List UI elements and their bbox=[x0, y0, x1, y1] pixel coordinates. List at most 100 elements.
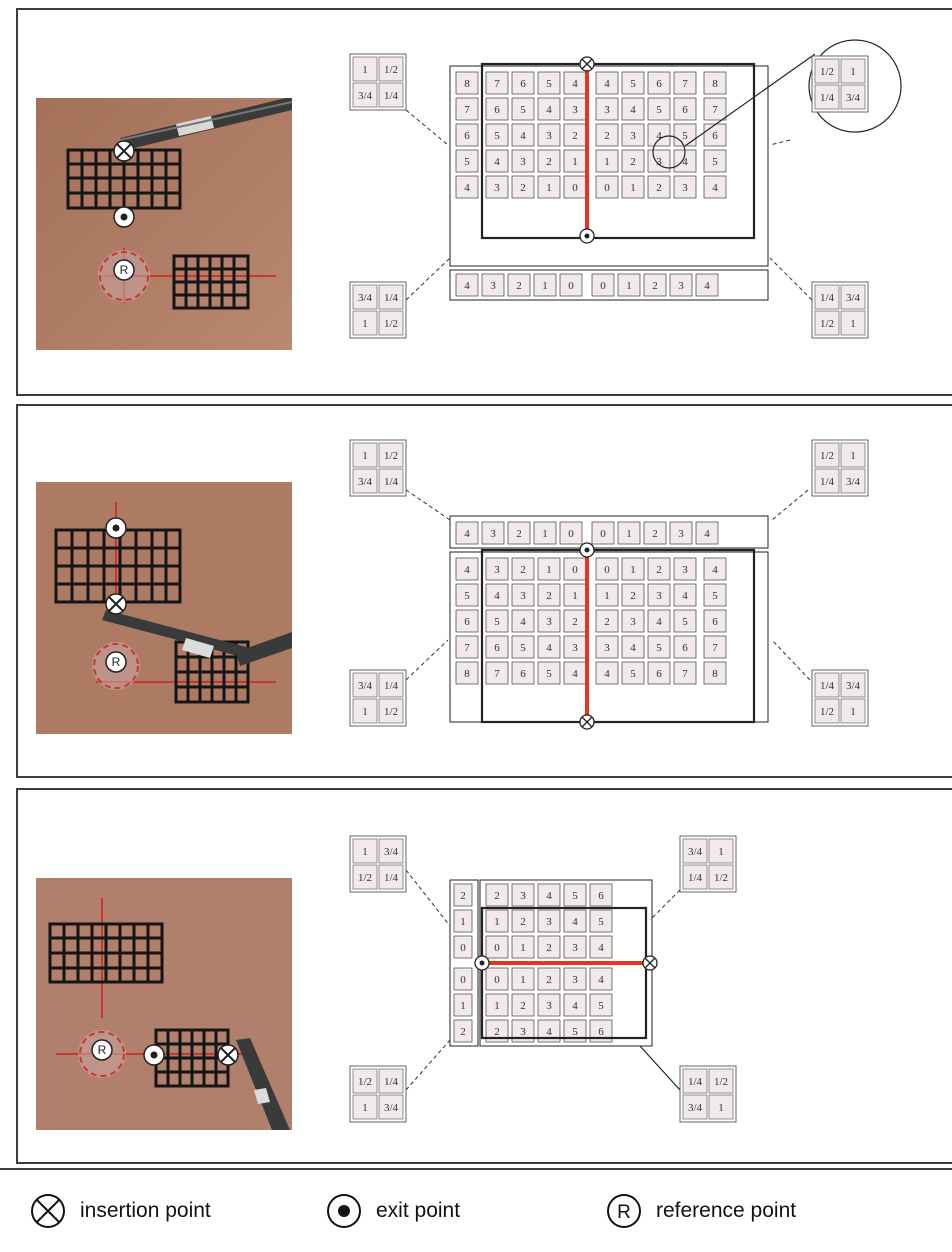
p2-corner-bl-value: 1 bbox=[362, 706, 368, 718]
p2-right-col-cell: 6 bbox=[712, 616, 718, 628]
legend-reference: R reference point bbox=[606, 1193, 796, 1229]
p2-right-cell: 5 bbox=[656, 642, 662, 654]
zoom-connector bbox=[640, 1046, 680, 1090]
p2-top-right-cell: 4 bbox=[704, 528, 710, 540]
p1-left-col-cell: 5 bbox=[464, 156, 470, 168]
legend-reference-label: reference point bbox=[656, 1199, 796, 1223]
p1-right-col-cell: 7 bbox=[712, 104, 718, 116]
p2-right-cell: 5 bbox=[682, 616, 688, 628]
p2-top-left-cell: 1 bbox=[542, 528, 548, 540]
p2-right-cell: 2 bbox=[656, 564, 662, 576]
p2-top-left-cell: 0 bbox=[568, 528, 574, 540]
p2-left-cell: 4 bbox=[572, 668, 578, 680]
p3-corner-tl-value: 1/2 bbox=[358, 872, 372, 884]
p2-right-cell: 2 bbox=[630, 590, 636, 602]
p2-right-col-cell: 4 bbox=[712, 564, 718, 576]
p2-left-col-cell: 4 bbox=[464, 564, 470, 576]
p3-top-cell: 4 bbox=[572, 916, 578, 928]
exit-point-dot bbox=[480, 961, 485, 966]
p2-left-cell: 3 bbox=[546, 616, 552, 628]
p3-left-col-cell: 0 bbox=[460, 974, 466, 986]
p3-bottom-cell: 3 bbox=[546, 1000, 552, 1012]
p3-top-cell: 3 bbox=[520, 890, 526, 902]
p1-right-cell: 3 bbox=[630, 130, 636, 142]
p2-corner-tl-value: 1/2 bbox=[384, 450, 398, 462]
p2-right-cell: 3 bbox=[604, 642, 610, 654]
p1-left-cell: 4 bbox=[572, 78, 578, 90]
p2-top-right-cell: 0 bbox=[600, 528, 606, 540]
p1-right-col-cell: 6 bbox=[712, 130, 718, 142]
p2-corner-tl-value: 3/4 bbox=[358, 476, 373, 488]
p1-bottom-right-cell: 2 bbox=[652, 280, 658, 292]
p1-corner-tl-value: 3/4 bbox=[358, 90, 373, 102]
p1-corner-tr-value: 1/4 bbox=[820, 92, 835, 104]
p2-right-cell: 3 bbox=[630, 616, 636, 628]
p3-corner-tr-value: 1/4 bbox=[688, 872, 703, 884]
leader-line bbox=[772, 640, 810, 680]
p1-corner-tl-value: 1/2 bbox=[384, 64, 398, 76]
p1-left-cell: 0 bbox=[572, 182, 578, 194]
p1-left-col-cell: 4 bbox=[464, 182, 470, 194]
p1-corner-bl-value: 1/2 bbox=[384, 318, 398, 330]
p2-right-col-cell: 7 bbox=[712, 642, 718, 654]
p3-top-cell: 2 bbox=[546, 942, 552, 954]
p3-corner-bl-value: 1 bbox=[362, 1102, 368, 1114]
p1-bottom-left-cell: 1 bbox=[542, 280, 548, 292]
exit-point-icon bbox=[326, 1193, 362, 1229]
p2-right-cell: 5 bbox=[630, 668, 636, 680]
p1-left-cell: 2 bbox=[572, 130, 578, 142]
p1-bottom-left-cell: 0 bbox=[568, 280, 574, 292]
p3-bottom-cell: 6 bbox=[598, 1026, 604, 1038]
p3-corner-br-value: 3/4 bbox=[688, 1102, 703, 1114]
grid-diagrams: 8 7 6 5 4 7 6 5 4 6 5 4 3 5 4 3 2 4 3 2 1 3 2 1 0 4 5 6 7 3 4 5 6 2 3 4 5 1 2 3… bbox=[0, 0, 952, 1168]
p1-bottom-right-cell: 4 bbox=[704, 280, 710, 292]
p3-bottom-cell: 2 bbox=[494, 1026, 500, 1038]
p3-left-col-cell: 1 bbox=[460, 1000, 466, 1012]
insertion-point-icon bbox=[30, 1193, 66, 1229]
p3-bottom-cell: 1 bbox=[494, 1000, 500, 1012]
p1-right-col-cell: 4 bbox=[712, 182, 718, 194]
p2-corner-tr-value: 1/4 bbox=[820, 476, 835, 488]
p2-corner-br-value: 1 bbox=[850, 706, 856, 718]
p1-left-cell: 6 bbox=[494, 104, 500, 116]
p1-left-cell: 5 bbox=[494, 130, 500, 142]
p1-bottom-left-cell: 2 bbox=[516, 280, 522, 292]
p1-corner-bl-value: 3/4 bbox=[358, 292, 373, 304]
legend-insertion-label: insertion point bbox=[80, 1199, 211, 1223]
p1-corner-br-value: 1 bbox=[850, 318, 856, 330]
legend-insertion: insertion point bbox=[30, 1193, 211, 1229]
p3-bottom-cell: 3 bbox=[520, 1026, 526, 1038]
p2-right-col-cell: 5 bbox=[712, 590, 718, 602]
p2-left-col-cell: 8 bbox=[464, 668, 470, 680]
p2-left-cell: 3 bbox=[520, 590, 526, 602]
p2-left-cell: 7 bbox=[494, 668, 500, 680]
p2-right-cell: 4 bbox=[682, 590, 688, 602]
p3-corner-br-value: 1/4 bbox=[688, 1076, 703, 1088]
p1-left-col-cell: 6 bbox=[464, 130, 470, 142]
p1-right-cell: 4 bbox=[682, 156, 688, 168]
p2-top-left-cell: 4 bbox=[464, 528, 470, 540]
reference-point-icon: R bbox=[606, 1193, 642, 1229]
p3-top-cell: 3 bbox=[546, 916, 552, 928]
legend-exit: exit point bbox=[326, 1193, 460, 1229]
p1-right-cell: 3 bbox=[682, 182, 688, 194]
p1-right-cell: 7 bbox=[682, 78, 688, 90]
leader-line bbox=[406, 110, 448, 145]
p1-bottom-left-cell: 3 bbox=[490, 280, 496, 292]
p2-top-right-cell: 1 bbox=[626, 528, 632, 540]
p2-left-cell: 1 bbox=[546, 564, 552, 576]
p2-left-cell: 5 bbox=[494, 616, 500, 628]
p1-bottom-left-cell: 4 bbox=[464, 280, 470, 292]
p2-right-cell: 6 bbox=[656, 668, 662, 680]
p3-bottom-cell: 4 bbox=[598, 974, 604, 986]
p2-left-col-cell: 6 bbox=[464, 616, 470, 628]
p3-top-cell: 4 bbox=[598, 942, 604, 954]
p2-top-right-cell: 2 bbox=[652, 528, 658, 540]
p3-corner-bl-value: 3/4 bbox=[384, 1102, 399, 1114]
exit-point-dot bbox=[585, 548, 590, 553]
p2-corner-tl-value: 1/4 bbox=[384, 476, 399, 488]
exit-point-dot bbox=[585, 234, 590, 239]
p1-left-cell: 4 bbox=[494, 156, 500, 168]
p1-right-cell: 5 bbox=[630, 78, 636, 90]
p2-left-cell: 2 bbox=[572, 616, 578, 628]
